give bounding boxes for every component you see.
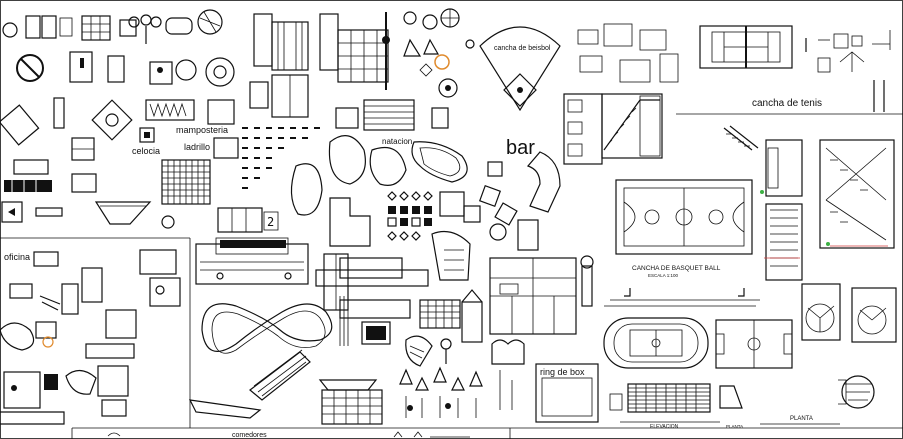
table-chairs-symbol	[91, 99, 133, 141]
playground-items	[405, 223, 594, 367]
spiral-stairs	[801, 283, 897, 409]
infinity-water-slide	[188, 303, 333, 419]
symbol-two: 2	[267, 215, 274, 229]
label-cancha-tenis: cancha de tenis	[752, 98, 822, 109]
label-cancha-beisbol: cancha de beisbol	[494, 45, 551, 52]
brick-pattern	[4, 180, 52, 192]
bar-area: bar	[439, 137, 561, 251]
label-elevacion: ELEVACION	[650, 424, 679, 430]
label-bar: bar	[506, 137, 535, 159]
doors-and-benches	[315, 253, 429, 425]
boxing-ring: ring de box	[535, 363, 599, 423]
label-celocia: celocia	[132, 146, 160, 156]
stair-plans-right	[723, 125, 895, 281]
bottom-strip-marks	[107, 431, 470, 438]
label-planta: PLANTA	[790, 416, 813, 422]
pool-shapes: natacion	[290, 135, 468, 247]
label-natacion: natacion	[382, 137, 412, 146]
tennis-net-posts	[805, 30, 891, 112]
window-elevations	[249, 13, 415, 131]
label-cancha-basquet: CANCHA DE BASQUET BALL	[632, 265, 721, 272]
label-mamposteria: mamposteria	[176, 125, 228, 135]
traffic-signs	[387, 191, 433, 241]
label-cancha-basquet-scale: ESCALA 1:100	[648, 273, 679, 278]
sofa-symbol	[0, 104, 40, 146]
baseball-field: cancha de beisbol	[479, 26, 561, 112]
soccer-field	[715, 319, 793, 369]
label-oficina: oficina	[4, 252, 30, 262]
window-grid-symbol	[81, 15, 111, 41]
running-track	[603, 317, 709, 369]
landscape-symbols	[382, 8, 475, 129]
misc-symbols-top-right	[577, 23, 679, 83]
bleachers-elevation: ELEVACION PLANTA	[609, 383, 743, 430]
misc-symbols-top-left	[0, 9, 235, 229]
garden-trees	[399, 366, 513, 418]
celocia-hatch-block	[161, 159, 211, 205]
basket-hoop-elevation	[610, 288, 760, 301]
tennis-court	[699, 25, 793, 69]
label-ladrillo: ladrillo	[184, 142, 210, 152]
stair-sections	[563, 93, 663, 165]
label-ring-de-box: ring de box	[540, 367, 585, 377]
label-comedores: comedores	[232, 432, 267, 439]
slide-elevation	[195, 237, 309, 285]
symbol-matrix: 2	[213, 127, 320, 233]
office-furniture	[0, 249, 181, 425]
label-planta-small: PLANTA	[726, 424, 743, 429]
basketball-court: CANCHA DE BASQUET BALL ESCALA 1:100	[615, 179, 753, 278]
